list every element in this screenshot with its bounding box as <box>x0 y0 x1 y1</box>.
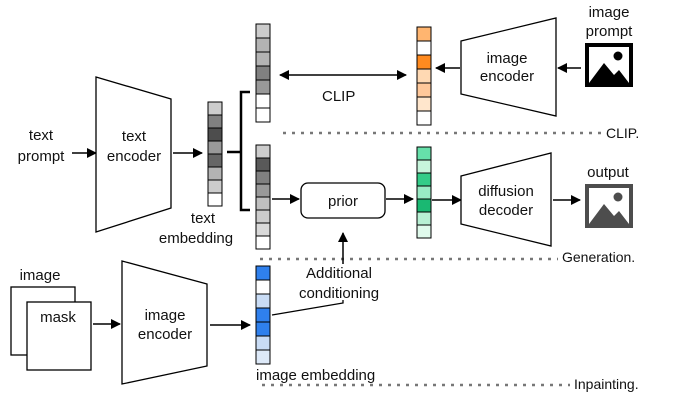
image-encoder-top-label-2: encoder <box>480 68 534 85</box>
prior-image-embedding-cell <box>416 159 432 174</box>
generation-text-embedding-cell <box>255 209 271 224</box>
text-encoder <box>95 76 172 233</box>
clip-text-embedding-cell <box>255 79 271 95</box>
image-encoder-bottom-label-1: image <box>145 307 186 324</box>
generation-section-label: Generation. <box>562 249 635 265</box>
image-prompt-label-1: image <box>589 4 630 21</box>
additional-conditioning-label-1: Additional <box>306 265 372 282</box>
clip-text-embedding-cell <box>255 37 271 53</box>
prior-image-embedding-cell <box>416 185 432 200</box>
clip-image-embedding-cell <box>416 96 432 112</box>
text-prompt-label-2: prompt <box>18 148 66 165</box>
inpainting-image-embedding-cell <box>255 335 271 351</box>
inpainting-image-embedding-cell <box>255 349 271 365</box>
clip-image-embedding-cell <box>416 68 432 84</box>
image-input-label: image <box>20 267 61 284</box>
text-prompt-label-1: text <box>29 127 54 144</box>
prior-image-embedding <box>416 146 432 239</box>
clip-text-embedding-cell <box>255 23 271 39</box>
image-encoder-top <box>460 17 557 117</box>
clip-text-embedding-cell <box>255 93 271 109</box>
inpainting-image-embedding-cell <box>255 321 271 337</box>
clip-text-embedding-cell <box>255 65 271 81</box>
generation-text-embedding-cell <box>255 196 271 211</box>
text-embedding-cell <box>207 153 223 168</box>
generation-text-embedding-cell <box>255 235 271 250</box>
text-embedding-cell <box>207 101 223 116</box>
generation-text-embedding-cell <box>255 157 271 172</box>
text-embedding-cell <box>207 140 223 155</box>
diffusion-decoder-label-1: diffusion <box>478 183 534 200</box>
image-encoder-bottom-label-2: encoder <box>138 326 192 343</box>
inpainting-image-embedding <box>255 265 271 365</box>
generation-text-embedding-cell <box>255 183 271 198</box>
mask-input-label: mask <box>40 309 76 326</box>
clip-image-embedding-cell <box>416 110 432 126</box>
image-prompt-icon <box>585 43 633 87</box>
clip-image-embedding-cell <box>416 26 432 42</box>
inpaint-to-conditioning-link <box>271 300 344 316</box>
text-embedding-cell <box>207 192 223 207</box>
clip-text-embedding-cell <box>255 107 271 123</box>
inpainting-section-label: Inpainting. <box>574 376 639 392</box>
inpainting-image-embedding-cell <box>255 265 271 281</box>
additional-conditioning-label-2: conditioning <box>299 285 379 302</box>
image-encoder-top-label-1: image <box>487 50 528 67</box>
inpainting-image-embedding-cell <box>255 307 271 323</box>
mask-input-frame <box>26 301 92 371</box>
diffusion-decoder-label-2: decoder <box>479 202 533 219</box>
image-prompt-label-2: prompt <box>586 23 634 40</box>
generation-text-embedding-cell <box>255 144 271 159</box>
output-image-icon <box>585 184 633 228</box>
text-embedding-cell <box>207 179 223 194</box>
generation-text-embedding-cell <box>255 222 271 237</box>
generation-text-embedding-cell <box>255 170 271 185</box>
prior-image-embedding-cell <box>416 211 432 226</box>
prior-label: prior <box>328 193 358 210</box>
output-label: output <box>587 164 630 181</box>
text-embedding-label-1: text <box>191 210 216 227</box>
prior-image-embedding-cell <box>416 224 432 239</box>
clip-text-embedding-cell <box>255 51 271 67</box>
image-embedding-label: image embedding <box>256 367 375 384</box>
diffusion-decoder <box>460 152 552 247</box>
clip-image-embedding-cell <box>416 40 432 56</box>
clip-image-embedding-cell <box>416 54 432 70</box>
text-embedding-cell <box>207 114 223 129</box>
text-embedding <box>207 101 223 207</box>
clip-section-label: CLIP. <box>606 125 639 141</box>
clip-arrow-label: CLIP <box>322 88 355 105</box>
text-encoder-label-1: text <box>122 128 147 145</box>
prior-image-embedding-cell <box>416 146 432 161</box>
generation-text-embedding <box>255 144 271 250</box>
clip-text-embedding <box>255 23 271 123</box>
clip-image-embedding <box>416 26 432 126</box>
inpainting-image-embedding-cell <box>255 279 271 295</box>
text-embedding-cell <box>207 127 223 142</box>
text-encoder-label-2: encoder <box>107 148 161 165</box>
prior-image-embedding-cell <box>416 198 432 213</box>
inpainting-image-embedding-cell <box>255 293 271 309</box>
text-embedding-label-2: embedding <box>159 230 233 247</box>
image-encoder-bottom <box>121 260 208 385</box>
clip-image-embedding-cell <box>416 82 432 98</box>
text-embedding-cell <box>207 166 223 181</box>
prior-box <box>300 182 386 219</box>
prior-image-embedding-cell <box>416 172 432 187</box>
embedding-bracket <box>239 90 250 212</box>
